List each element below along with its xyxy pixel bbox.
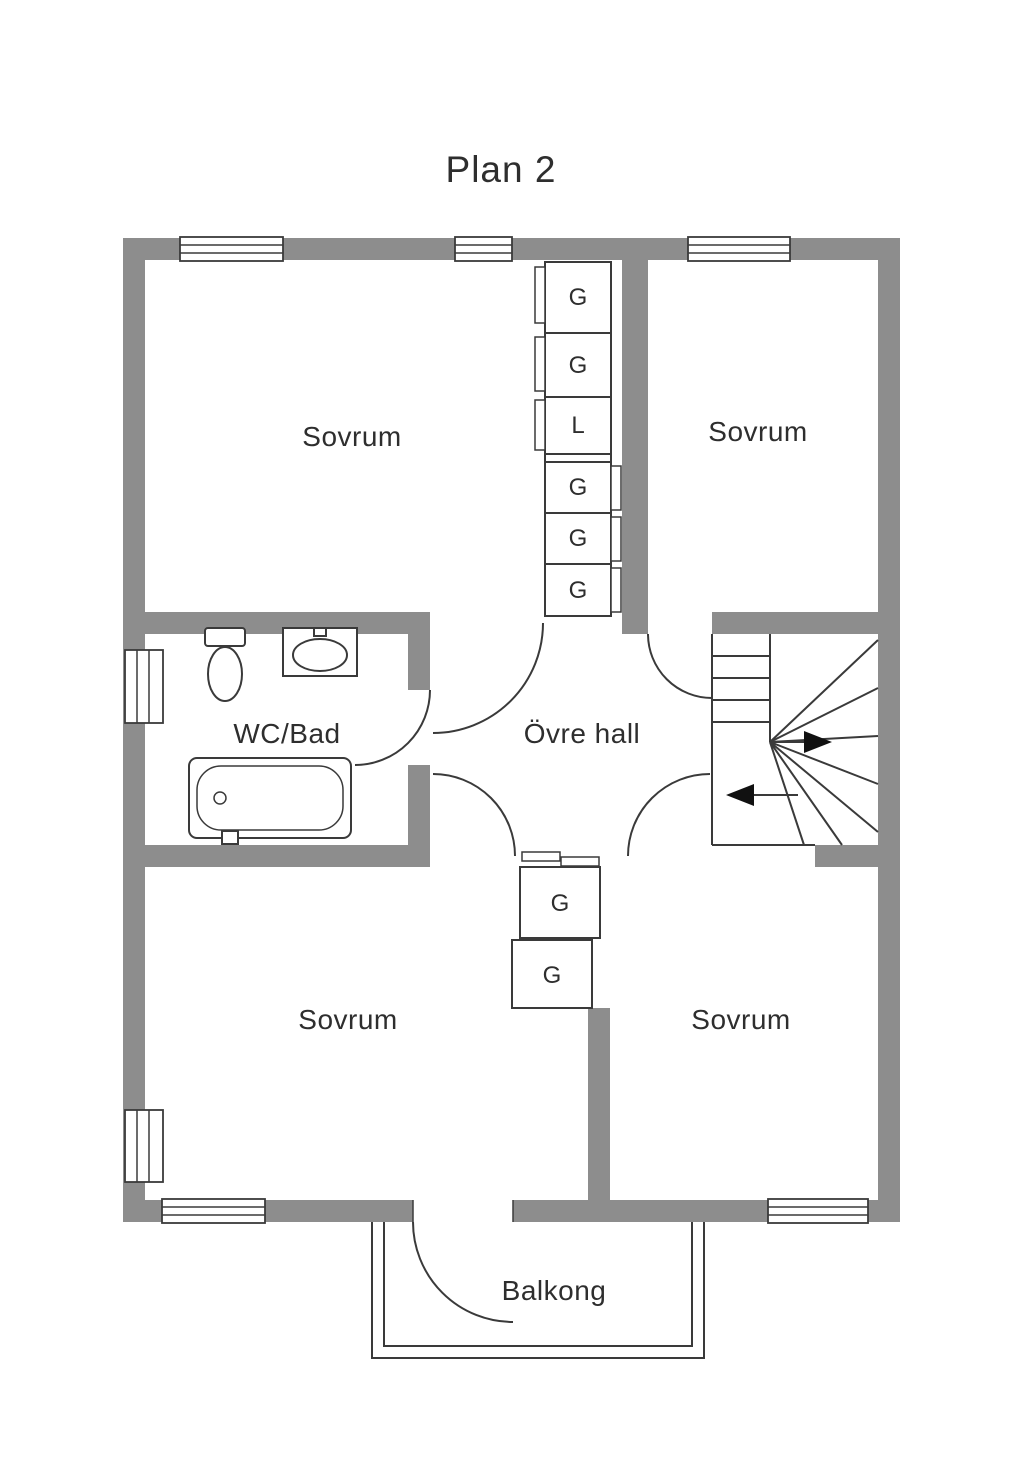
window-left-1 bbox=[124, 649, 164, 724]
room-label-bedroom-top-right: Sovrum bbox=[708, 416, 807, 447]
balcony-door-swing-arc bbox=[412, 1221, 514, 1323]
window-top-2 bbox=[454, 236, 513, 262]
stair-direction-arrow-left bbox=[726, 784, 798, 806]
window-frame bbox=[767, 1198, 869, 1224]
balcony-railing-inner bbox=[383, 1222, 693, 1347]
window-frame bbox=[687, 236, 791, 262]
sink bbox=[282, 627, 358, 677]
stairs bbox=[711, 634, 879, 846]
wall-right bbox=[878, 260, 900, 1200]
door-swing-bathroom bbox=[354, 689, 431, 766]
stair-winder-line bbox=[769, 741, 879, 785]
wardrobe-door-leaf bbox=[521, 851, 561, 862]
wall-bedrooms-bottom-divider bbox=[588, 1008, 610, 1200]
door-swing-bedroom-bottom-right bbox=[627, 773, 711, 857]
sink-tap bbox=[313, 627, 327, 637]
stair-winder-line bbox=[769, 639, 879, 743]
wardrobe-box bbox=[519, 866, 601, 939]
wardrobe-door-leaf bbox=[534, 399, 546, 451]
balcony-door bbox=[412, 1199, 514, 1323]
wardrobe-door-leaf bbox=[610, 516, 622, 562]
arrow-head bbox=[726, 784, 754, 806]
window-frame bbox=[124, 1109, 164, 1183]
bathroom-fixtures bbox=[188, 627, 358, 845]
balcony-railing-outer bbox=[371, 1222, 705, 1359]
wall-bathroom-right-upper bbox=[408, 634, 430, 690]
toilet bbox=[204, 627, 246, 702]
toilet-bowl bbox=[207, 646, 243, 702]
room-labels: Sovrum Sovrum WC/Bad Övre hall Sovrum So… bbox=[233, 416, 807, 1306]
bathtub-faucet bbox=[221, 830, 239, 845]
bathtub-drain bbox=[213, 791, 227, 805]
stair-winder-line bbox=[769, 741, 843, 846]
window-bottom-2 bbox=[767, 1198, 869, 1224]
plan-title: Plan 2 bbox=[446, 149, 557, 190]
window-frame bbox=[124, 649, 164, 724]
door-swing-bedroom-top-right bbox=[647, 633, 713, 699]
stair-winder-line bbox=[769, 741, 805, 846]
room-label-balcony: Balkong bbox=[502, 1275, 607, 1306]
interior-walls bbox=[145, 260, 878, 1200]
room-label-bedroom-bottom-right: Sovrum bbox=[691, 1004, 790, 1035]
window-top-3 bbox=[687, 236, 791, 262]
wardrobe-box bbox=[511, 939, 593, 1009]
door-swing-bedroom-bottom-left bbox=[432, 773, 516, 857]
sink-basin bbox=[292, 638, 348, 672]
bathtub bbox=[188, 757, 352, 845]
room-label-bathroom: WC/Bad bbox=[233, 718, 340, 749]
stair-direction-arrow-right bbox=[770, 731, 832, 753]
toilet-tank bbox=[204, 627, 246, 647]
window-frame bbox=[454, 236, 513, 262]
arrow-head bbox=[804, 731, 832, 753]
stair-winder-line bbox=[769, 687, 879, 743]
window-bottom-1 bbox=[161, 1198, 266, 1224]
window-frame bbox=[161, 1198, 266, 1224]
windows bbox=[124, 236, 869, 1224]
balcony-door-gap bbox=[413, 1199, 513, 1224]
wardrobe-door-leaf bbox=[610, 465, 622, 511]
wall-closet-bedroom-tr bbox=[622, 260, 648, 634]
bathtub-inner bbox=[196, 765, 344, 831]
room-label-upper-hall: Övre hall bbox=[524, 718, 641, 749]
bathtub-outer bbox=[188, 757, 352, 839]
wardrobe-door-leaf bbox=[560, 856, 600, 867]
closet-label-l: L bbox=[571, 412, 584, 439]
wardrobes-bottom: G G bbox=[511, 851, 601, 1009]
window-top-1 bbox=[179, 236, 284, 262]
wardrobe-block-outline bbox=[544, 261, 612, 617]
wardrobe-door-leaf bbox=[534, 336, 546, 392]
outer-walls bbox=[123, 238, 900, 1222]
door-swing-bedroom-top-left bbox=[432, 622, 544, 734]
wall-bathroom-bottom bbox=[145, 845, 430, 867]
closet-label-g: G bbox=[569, 474, 588, 501]
wall-bathroom-right-lower bbox=[408, 765, 430, 845]
wall-stair-bottom-stub bbox=[815, 845, 878, 867]
closet-label-g: G bbox=[543, 962, 562, 989]
stair-winder-line bbox=[769, 741, 879, 833]
balcony-railing bbox=[371, 1222, 705, 1359]
wardrobes-top: G G L G G G bbox=[534, 261, 622, 617]
wardrobe-door-leaf bbox=[534, 266, 546, 324]
wall-left bbox=[123, 260, 145, 1200]
room-label-bedroom-bottom-left: Sovrum bbox=[298, 1004, 397, 1035]
closet-label-g: G bbox=[551, 890, 570, 917]
wardrobe-door-leaf bbox=[610, 567, 622, 613]
closet-label-g: G bbox=[569, 284, 588, 311]
door-arcs bbox=[354, 622, 713, 857]
window-left-2 bbox=[124, 1109, 164, 1183]
wall-stair-top bbox=[712, 612, 878, 634]
closet-label-g: G bbox=[569, 577, 588, 604]
room-label-bedroom-top-left: Sovrum bbox=[302, 421, 401, 452]
closet-label-g: G bbox=[569, 352, 588, 379]
window-frame bbox=[179, 236, 284, 262]
closet-label-g: G bbox=[569, 525, 588, 552]
